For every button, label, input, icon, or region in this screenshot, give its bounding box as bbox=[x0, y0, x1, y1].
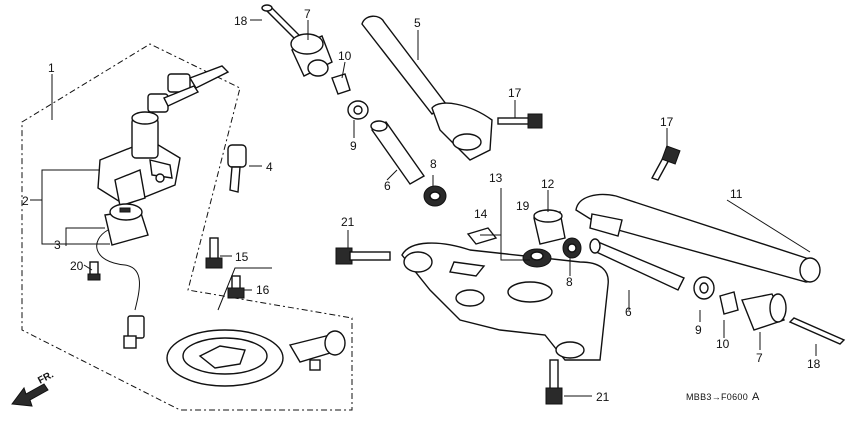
callout-12: 12 bbox=[541, 177, 555, 191]
callout-14: 14 bbox=[474, 207, 488, 221]
fork-top-bridge bbox=[401, 242, 609, 361]
callout-21-upper: 21 bbox=[341, 215, 355, 229]
callout-16: 16 bbox=[256, 283, 270, 297]
leader-lines bbox=[30, 19, 817, 397]
screw-20 bbox=[87, 261, 101, 281]
pipe-6-left bbox=[370, 120, 426, 185]
callout-8-left: 8 bbox=[430, 157, 437, 171]
bolt-18-left bbox=[261, 4, 301, 41]
bar-end-weight-left bbox=[290, 33, 333, 77]
bolt-17-right bbox=[650, 145, 681, 181]
callout-5: 5 bbox=[414, 16, 421, 30]
ring-9-right bbox=[693, 276, 715, 300]
direction-label: FR. bbox=[36, 369, 56, 386]
callout-10-right: 10 bbox=[716, 337, 730, 351]
handlebar-11 bbox=[575, 193, 821, 283]
front-direction-arrow bbox=[11, 383, 49, 407]
collar-10-right bbox=[719, 291, 739, 315]
callout-7-right: 7 bbox=[756, 351, 763, 365]
washer-14 bbox=[466, 227, 498, 245]
callout-1: 1 bbox=[48, 61, 55, 75]
callout-9-right: 9 bbox=[695, 323, 702, 337]
diagram-code-text: MBB3→F0600 bbox=[686, 392, 748, 402]
fuel-cap-ring bbox=[166, 329, 284, 387]
diagram-code-suffix: A bbox=[752, 391, 760, 403]
callout-6-left: 6 bbox=[384, 179, 391, 193]
bolt-17-left bbox=[497, 113, 543, 129]
assembly-boundary-1 bbox=[21, 43, 353, 411]
bar-end-weight-right bbox=[741, 293, 787, 331]
key-blank bbox=[227, 144, 247, 193]
pipe-6-right bbox=[589, 238, 685, 291]
bolt-21-lower bbox=[545, 359, 563, 405]
callout-8-right: 8 bbox=[566, 275, 573, 289]
bolt-18-right bbox=[788, 317, 846, 345]
lock-cylinder bbox=[96, 203, 149, 349]
fuel-cap-lock bbox=[288, 330, 346, 371]
callout-4: 4 bbox=[266, 160, 273, 174]
callout-18-left: 18 bbox=[234, 14, 248, 28]
bolt-21-upper bbox=[335, 247, 391, 265]
ignition-keys bbox=[147, 65, 230, 113]
callout-19: 19 bbox=[516, 199, 530, 213]
ignition-switch bbox=[97, 111, 181, 207]
handlebar-5 bbox=[361, 15, 493, 161]
callout-11: 11 bbox=[730, 187, 743, 201]
bolt-15 bbox=[205, 237, 223, 269]
callout-6-right: 6 bbox=[625, 305, 632, 319]
callout-9-left: 9 bbox=[350, 139, 357, 153]
collar-10-left bbox=[331, 73, 351, 95]
sub-boundary-16 bbox=[217, 267, 272, 311]
callout-18-right: 18 bbox=[807, 357, 821, 371]
bolt-16 bbox=[227, 275, 245, 299]
callout-7-left: 7 bbox=[304, 7, 311, 21]
nut-8-right bbox=[562, 237, 582, 259]
callout-3: 3 bbox=[54, 238, 61, 252]
ring-9-left bbox=[347, 100, 369, 120]
callout-17-right: 17 bbox=[660, 115, 674, 129]
cap-12 bbox=[533, 209, 566, 245]
callout-13: 13 bbox=[489, 171, 503, 185]
callout-17-left: 17 bbox=[508, 86, 522, 100]
callout-15: 15 bbox=[235, 250, 249, 264]
stem-nut-19 bbox=[522, 248, 552, 268]
nut-8-left bbox=[423, 185, 447, 207]
callout-2: 2 bbox=[22, 194, 29, 208]
callout-21-lower: 21 bbox=[596, 390, 610, 404]
diagram-code: MBB3→F0600 A bbox=[686, 391, 760, 403]
callout-10-left: 10 bbox=[338, 49, 352, 63]
callout-20: 20 bbox=[70, 259, 84, 273]
